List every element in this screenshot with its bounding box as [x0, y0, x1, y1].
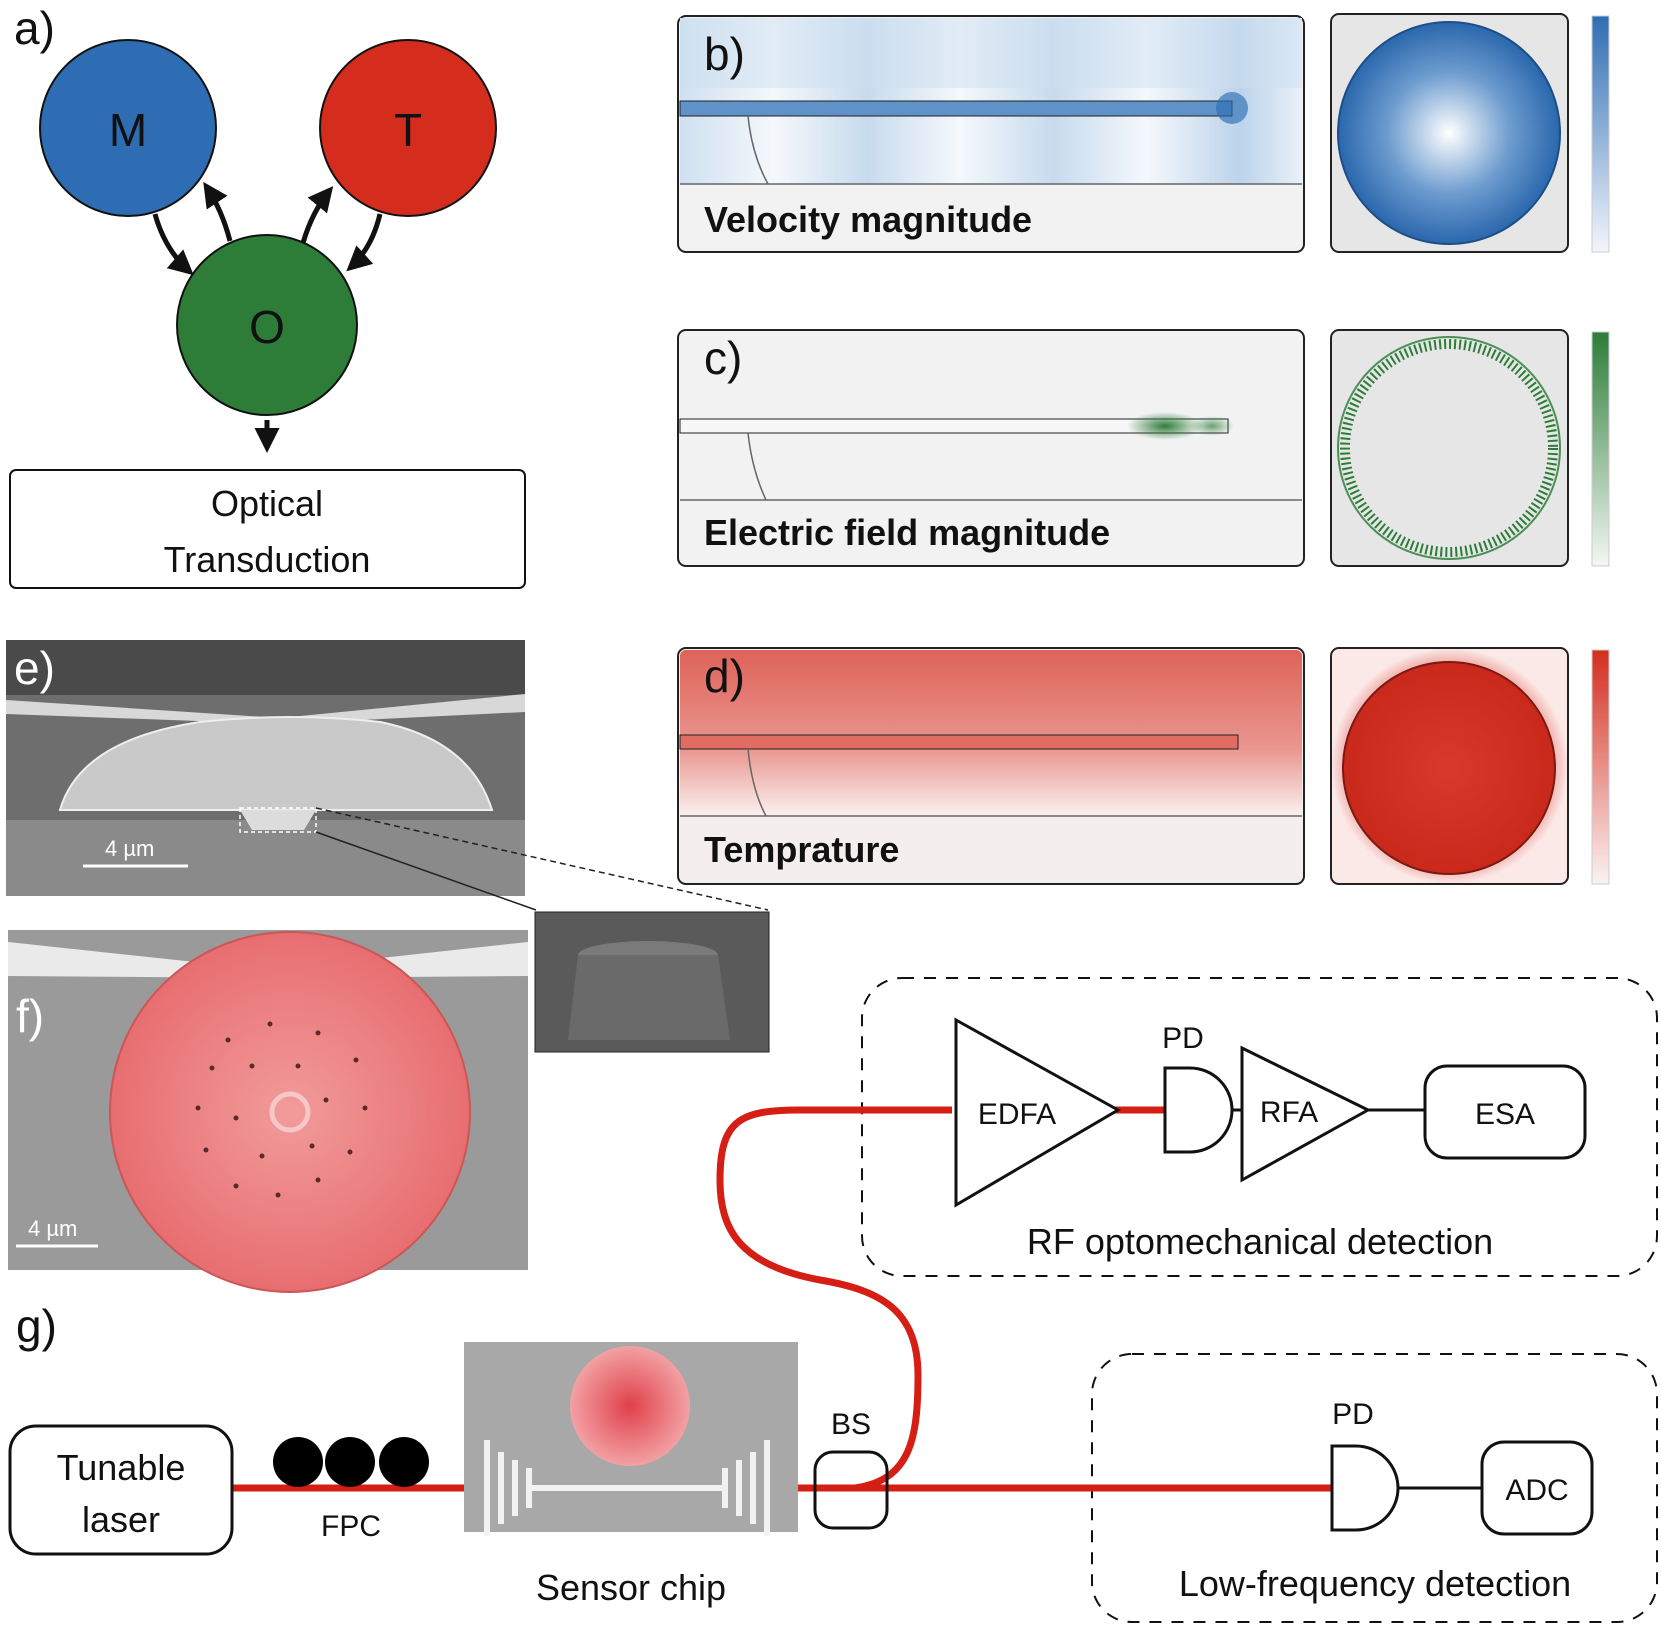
edfa-label: EDFA [978, 1098, 1056, 1131]
temperature-disk-crosssection [679, 734, 1239, 750]
photodiode-lf [1330, 1444, 1400, 1532]
temperature-colorbar [1591, 649, 1610, 885]
pedestal-ring [269, 1091, 311, 1133]
optical-transduction-box [9, 469, 526, 589]
panel-label-b: b) [704, 28, 745, 80]
scale-label-f: 4 µm [28, 1216, 77, 1241]
panel-b: b) Velocity magnitude [677, 13, 1610, 253]
sem-disk-side [58, 716, 494, 811]
sem-top-disk [109, 931, 471, 1293]
efield-topview-box [1330, 329, 1569, 567]
velocity-field-upper [680, 18, 1302, 88]
panel-c: c) Electric field magnitude [677, 329, 1610, 567]
node-o-label: O [249, 301, 285, 353]
velocity-caption: Velocity magnitude [704, 199, 1032, 240]
fpc-label: FPC [321, 1510, 381, 1543]
sem-holes [195, 1021, 368, 1198]
efield-mode-spot-1 [1127, 412, 1203, 440]
fpc-paddle-3 [379, 1437, 429, 1487]
tunable-laser-box [8, 1424, 234, 1556]
laser-line2: laser [82, 1499, 160, 1540]
panel-e: e) 4 µm [6, 640, 525, 896]
pedestal-outline [747, 115, 769, 185]
pd-bottom-label: PD [1332, 1398, 1374, 1431]
sem-waveguide [6, 694, 525, 724]
adc-box [1480, 1440, 1594, 1536]
lf-group-label: Low-frequency detection [1179, 1563, 1571, 1604]
scale-label-e: 4 µm [105, 836, 154, 861]
pedestal-outline [747, 432, 767, 501]
rf-group-label: RF optomechanical detection [1027, 1221, 1493, 1262]
pedestal-body [568, 955, 730, 1040]
panel-label-g: g) [16, 1300, 57, 1352]
edfa-amplifier [954, 1017, 1122, 1208]
bs-label: BS [831, 1408, 871, 1441]
esa-box [1423, 1064, 1587, 1160]
photodiode-rf [1163, 1066, 1234, 1154]
arrow-m-to-o [152, 213, 194, 276]
panel-a: a) M T O Optical Transduction [9, 2, 526, 589]
temperature-field-map [680, 650, 1302, 816]
panel-g: g) Tunable laser FPC Sensor chip B [8, 977, 1658, 1623]
velocity-disk-crosssection [679, 100, 1233, 117]
panel-f: f) 4 µm [8, 930, 528, 1293]
fpc-paddle-2 [325, 1437, 375, 1487]
rf-detection-group [861, 977, 1658, 1277]
beam-splitter [813, 1450, 889, 1530]
panel-label-c: c) [704, 332, 742, 384]
fpc-paddle-1 [273, 1437, 323, 1487]
efield-mode-spot-2 [1190, 416, 1234, 436]
efield-box [677, 329, 1305, 567]
esa-label: ESA [1475, 1098, 1535, 1131]
adc-label: ADC [1505, 1474, 1568, 1507]
velocity-colorbar [1591, 15, 1610, 253]
output-line1: Optical [211, 483, 323, 524]
pedestal-outline [747, 748, 767, 817]
temperature-caption: Temprature [704, 829, 899, 870]
chip-resonator [570, 1346, 690, 1466]
velocity-edge-hotspot [1216, 92, 1248, 124]
pd-top-label: PD [1162, 1022, 1204, 1055]
sem-pedestal [240, 810, 316, 830]
panel-label-a: a) [14, 2, 55, 54]
fiber-bs-to-edfa [716, 1106, 952, 1492]
laser-line1: Tunable [57, 1447, 186, 1488]
panel-label-d: d) [704, 650, 745, 702]
panel-label-f: f) [16, 990, 44, 1042]
sem-background [6, 640, 525, 695]
arrow-o-to-t [300, 186, 334, 244]
temperature-topview-disk [1342, 661, 1556, 875]
node-m-label: M [109, 104, 147, 156]
efield-caption: Electric field magnitude [704, 512, 1110, 553]
panel-d: d) Temprature [677, 647, 1610, 885]
zoom-line-bottom [315, 831, 537, 911]
chip-label: Sensor chip [536, 1567, 726, 1608]
efield-topview-outline [1337, 336, 1561, 560]
optical-node [176, 234, 358, 416]
arrow-t-to-o [346, 213, 383, 272]
node-t-label: T [394, 104, 422, 156]
thermal-node [319, 39, 497, 217]
rfa-label: RFA [1260, 1096, 1318, 1129]
sem-inset [534, 911, 770, 1053]
zoom-line-top [315, 807, 769, 911]
mechanical-node [39, 39, 217, 217]
zoom-box [239, 807, 317, 833]
efield-colorbar [1591, 331, 1610, 567]
arrow-o-to-m [203, 181, 233, 242]
panel-label-e: e) [14, 642, 55, 694]
rf-amplifier [1240, 1045, 1372, 1183]
chip-grating-couplers [484, 1440, 770, 1536]
efield-topview-ring [1340, 339, 1558, 557]
output-line2: Transduction [164, 539, 371, 580]
velocity-topview-disk [1337, 21, 1561, 245]
